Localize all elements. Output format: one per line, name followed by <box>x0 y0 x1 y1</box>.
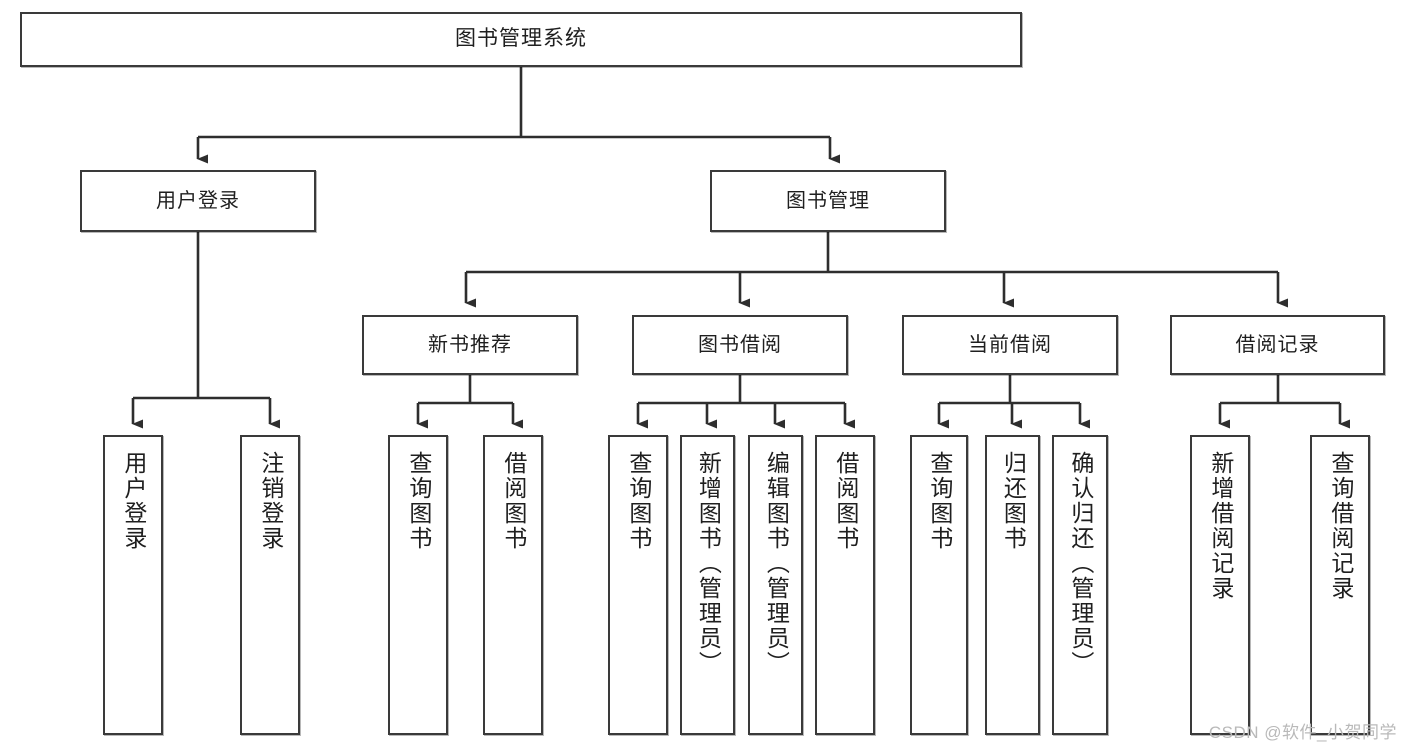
node-root[interactable]: 图书管理系统 <box>20 12 1022 67</box>
node-borrow-record[interactable]: 借阅记录 <box>1170 315 1385 375</box>
node-book-borrow[interactable]: 图书借阅 <box>632 315 848 375</box>
node-current-borrow-label: 当前借阅 <box>968 333 1052 356</box>
node-leaf-confirm-return[interactable]: 确认归还（管理员） <box>1052 435 1108 735</box>
node-leaf-query-book-current[interactable]: 查询图书 <box>910 435 968 735</box>
node-leaf-user-login[interactable]: 用户登录 <box>103 435 163 735</box>
node-leaf-query-book-new[interactable]: 查询图书 <box>388 435 448 735</box>
node-leaf-query-borrow-record-label: 查询借阅记录 <box>1327 451 1354 601</box>
node-leaf-confirm-return-label: 确认归还（管理员） <box>1067 451 1094 676</box>
node-new-book-recommend-label: 新书推荐 <box>428 333 512 356</box>
node-leaf-borrow-book-new-label: 借阅图书 <box>500 451 527 551</box>
node-book-management-label: 图书管理 <box>786 189 870 212</box>
node-book-borrow-label: 图书借阅 <box>698 333 782 356</box>
node-leaf-borrow-book[interactable]: 借阅图书 <box>815 435 875 735</box>
node-leaf-query-borrow-record[interactable]: 查询借阅记录 <box>1310 435 1370 735</box>
node-leaf-edit-book[interactable]: 编辑图书（管理员） <box>748 435 803 735</box>
node-leaf-user-login-label: 用户登录 <box>120 451 147 551</box>
node-current-borrow[interactable]: 当前借阅 <box>902 315 1118 375</box>
node-leaf-query-book-borrow[interactable]: 查询图书 <box>608 435 668 735</box>
node-leaf-query-book-new-label: 查询图书 <box>405 451 432 551</box>
node-leaf-borrow-book-label: 借阅图书 <box>832 451 859 551</box>
node-root-label: 图书管理系统 <box>455 27 587 51</box>
node-leaf-add-book[interactable]: 新增图书（管理员） <box>680 435 735 735</box>
node-leaf-query-book-current-label: 查询图书 <box>926 451 953 551</box>
node-leaf-add-borrow-record[interactable]: 新增借阅记录 <box>1190 435 1250 735</box>
node-leaf-logout-login[interactable]: 注销登录 <box>240 435 300 735</box>
node-leaf-add-book-label: 新增图书（管理员） <box>695 451 722 676</box>
node-leaf-query-book-borrow-label: 查询图书 <box>625 451 652 551</box>
node-leaf-add-borrow-record-label: 新增借阅记录 <box>1207 451 1234 601</box>
watermark: CSDN @软件_小贺同学 <box>1208 723 1397 742</box>
node-new-book-recommend[interactable]: 新书推荐 <box>362 315 578 375</box>
node-book-management[interactable]: 图书管理 <box>710 170 946 232</box>
node-leaf-logout-login-label: 注销登录 <box>257 451 284 551</box>
node-leaf-borrow-book-new[interactable]: 借阅图书 <box>483 435 543 735</box>
node-leaf-edit-book-label: 编辑图书（管理员） <box>763 451 790 676</box>
node-user-login-label: 用户登录 <box>156 189 240 212</box>
node-user-login[interactable]: 用户登录 <box>80 170 316 232</box>
node-leaf-return-book-label: 归还图书 <box>1000 451 1027 551</box>
node-borrow-record-label: 借阅记录 <box>1235 333 1320 356</box>
node-leaf-return-book[interactable]: 归还图书 <box>985 435 1040 735</box>
